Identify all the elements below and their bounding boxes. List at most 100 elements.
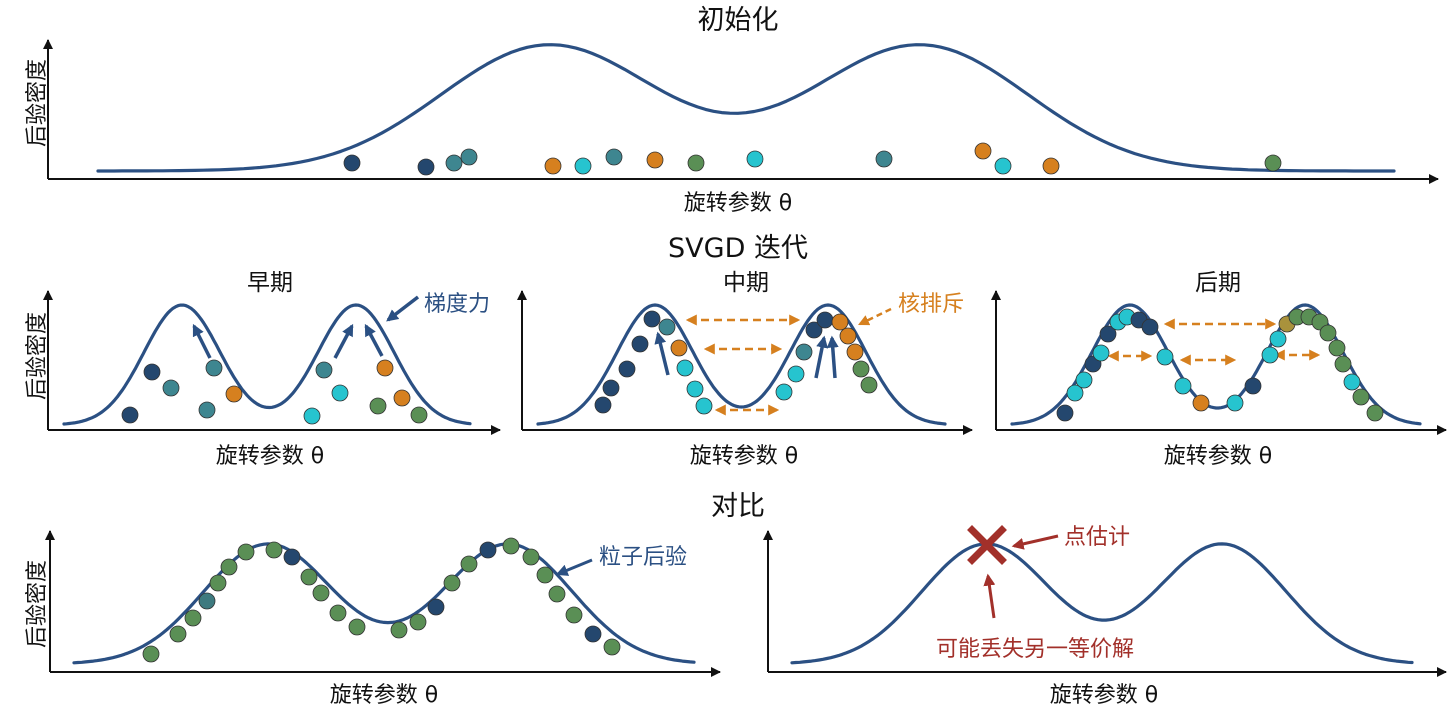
particle <box>603 638 621 656</box>
stage-middle-label: 中期 <box>723 270 769 296</box>
particle <box>536 566 554 584</box>
particle-posterior-pointer <box>555 558 593 576</box>
particle <box>746 150 764 168</box>
particle <box>237 543 255 561</box>
density-curve-init <box>96 43 1396 173</box>
axes-compare-right <box>763 530 1447 677</box>
particle <box>1366 404 1384 422</box>
particle <box>1192 394 1210 412</box>
particle <box>409 613 427 631</box>
axes-init <box>43 39 1439 184</box>
particle <box>1141 318 1159 336</box>
particle <box>852 360 870 378</box>
particle <box>875 150 893 168</box>
particle <box>584 625 602 643</box>
axes-middle <box>517 290 973 435</box>
particle <box>1352 388 1370 406</box>
gradient-arrow <box>826 335 839 379</box>
x-mark-icon <box>967 525 1007 565</box>
particle <box>544 157 562 175</box>
particle <box>300 568 318 586</box>
particle <box>205 359 223 377</box>
particle <box>393 389 411 407</box>
particle <box>787 365 805 383</box>
particle <box>225 385 243 403</box>
x-axis-label-early: 旋转参数 θ <box>216 444 324 469</box>
particle <box>605 148 623 166</box>
particle <box>1334 355 1352 373</box>
particle <box>1042 157 1060 175</box>
particle <box>574 157 592 175</box>
particle <box>805 321 823 339</box>
particle <box>795 343 813 361</box>
density-curve-early <box>62 303 472 426</box>
particle <box>169 625 187 643</box>
particle <box>417 158 435 176</box>
particle <box>687 154 705 172</box>
particle <box>329 604 347 622</box>
particle <box>343 154 361 172</box>
particle <box>390 621 408 639</box>
particle <box>1092 344 1110 362</box>
gradient-arrow <box>364 323 384 357</box>
x-axis-label-compare-left: 旋转参数 θ <box>330 683 438 708</box>
gradient-arrows-early <box>192 295 420 359</box>
particle <box>686 380 704 398</box>
particle <box>479 541 497 559</box>
particle <box>631 335 649 353</box>
particle <box>846 343 864 361</box>
particle <box>331 384 349 402</box>
gradient-force-label: 梯度力 <box>424 292 490 317</box>
particles-middle <box>594 310 878 415</box>
density-curve-compare-right <box>790 542 1414 665</box>
particle <box>1343 373 1361 391</box>
particle <box>658 318 676 336</box>
y-axis-label-svgd: 后验密度 <box>25 312 50 400</box>
particle <box>1156 348 1174 366</box>
particle <box>643 310 661 328</box>
repulsion-arrows-late <box>1107 318 1321 366</box>
particle <box>548 585 566 603</box>
particle <box>839 327 857 345</box>
gradient-arrow <box>386 295 420 322</box>
repulsion-arrow <box>858 307 892 326</box>
particle <box>670 339 688 357</box>
title-svgd: SVGD 迭代 <box>668 233 808 264</box>
particles-compare-left <box>142 537 621 663</box>
particle <box>460 148 478 166</box>
particle <box>410 406 428 424</box>
particle <box>312 584 330 602</box>
gradient-arrow <box>814 335 829 379</box>
particle <box>142 645 160 663</box>
particle <box>315 361 333 379</box>
particle <box>369 397 387 415</box>
particles-early <box>121 359 428 425</box>
axes-late <box>991 290 1447 435</box>
particle <box>1261 346 1279 364</box>
particle <box>594 396 612 414</box>
stage-early-label: 早期 <box>247 270 293 296</box>
axes-compare-left <box>45 530 721 677</box>
y-axis-label-init: 后验密度 <box>25 59 50 147</box>
density-curve-late <box>1010 303 1422 426</box>
kernel-repulsion-label: 核排斥 <box>898 292 964 317</box>
particle <box>121 406 139 424</box>
gradient-arrow <box>654 331 670 376</box>
particles-init <box>343 142 1282 176</box>
x-axis-label-late: 旋转参数 θ <box>1164 444 1272 469</box>
particle <box>1264 154 1282 172</box>
title-init: 初始化 <box>698 5 779 36</box>
particle <box>143 363 161 381</box>
stage-late-label: 后期 <box>1195 270 1241 296</box>
particle <box>198 592 216 610</box>
particle <box>162 379 180 397</box>
particle <box>283 548 301 566</box>
particle-posterior-label: 粒子后验 <box>599 545 687 570</box>
particle <box>209 574 227 592</box>
particle <box>602 379 620 397</box>
particle <box>775 383 793 401</box>
particle <box>445 154 463 172</box>
density-curve-compare-left <box>72 542 696 665</box>
point-estimate-label: 点估计 <box>1064 525 1130 550</box>
